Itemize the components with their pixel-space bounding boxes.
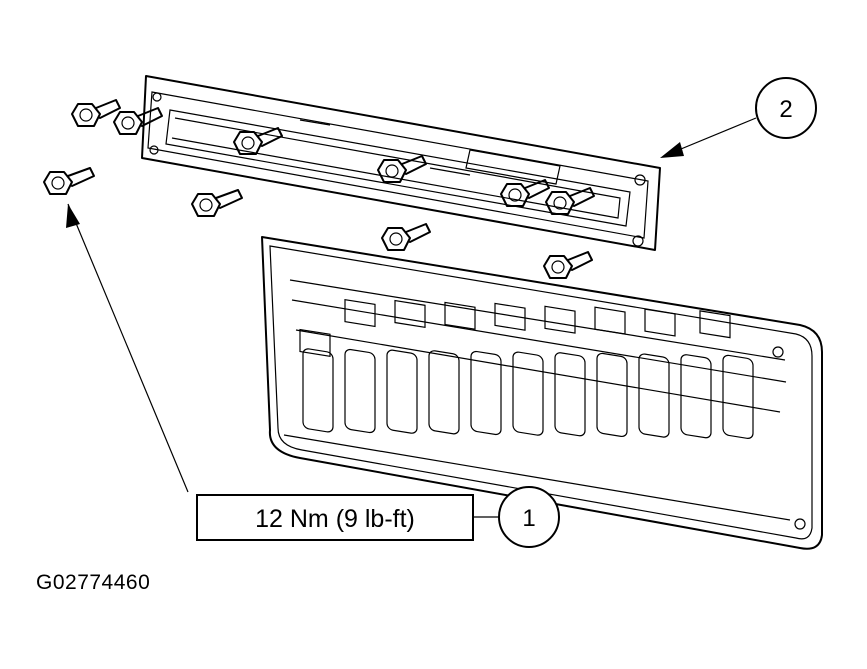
callout-2-arrowhead [660, 142, 684, 158]
callout-2: 2 [660, 77, 817, 158]
bolt [191, 189, 243, 217]
tailgate-ribs [302, 348, 754, 439]
callout-1-leader-line [67, 203, 189, 493]
bolt [381, 223, 431, 251]
bolt [113, 107, 163, 135]
callout-2-circle [755, 77, 817, 139]
bolt [43, 167, 95, 195]
bolt [543, 251, 593, 279]
callout-1-arrowhead [66, 204, 80, 228]
callout-1-number: 1 [522, 505, 535, 532]
tailgate-upper-pockets [299, 298, 731, 357]
callout-1-circle [498, 486, 560, 548]
bolt [233, 127, 283, 155]
bolt [500, 179, 550, 207]
bolt [71, 99, 121, 127]
bolt [377, 155, 427, 183]
bolts [43, 99, 595, 279]
tailgate-panel [261, 236, 823, 550]
bolt [545, 187, 595, 215]
callout-1: 12 Nm (9 lb-ft) 1 [66, 203, 560, 548]
torque-spec-box [196, 494, 474, 541]
torque-spec-label: 12 Nm (9 lb-ft) [255, 505, 415, 533]
callout-2-number: 2 [779, 96, 792, 123]
figure-id: G02774460 [36, 571, 151, 594]
upper-bracket [141, 75, 661, 251]
